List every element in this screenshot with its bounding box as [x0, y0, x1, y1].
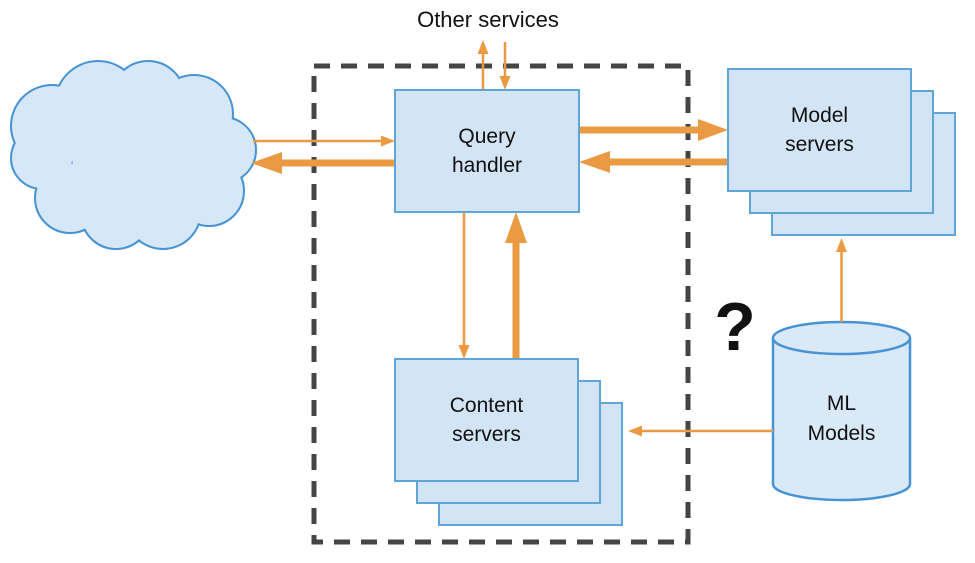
content-servers-label: Content servers	[449, 394, 524, 446]
internet-cloud-shape	[10, 60, 257, 250]
node-query-handler: Query handler	[394, 89, 580, 213]
system-boundary-dashed-box	[311, 63, 691, 545]
query-handler-label: Query handler	[451, 125, 523, 177]
model-servers-label: Model servers	[785, 104, 854, 156]
node-content-servers: Content servers	[394, 358, 579, 482]
node-model-servers: Model servers	[727, 68, 912, 192]
ml-models-cylinder	[771, 320, 912, 502]
